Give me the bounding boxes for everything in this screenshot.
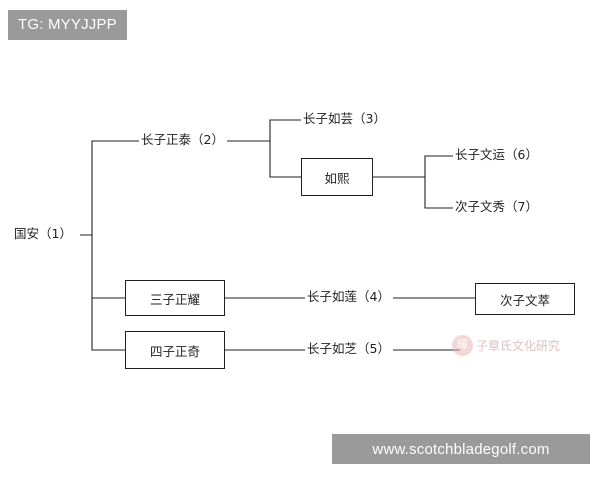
tree-edge [269,141,301,178]
tree-edge [373,155,453,178]
tree-edge [91,298,125,351]
tree-node-n3: 长子如芸（3） [303,111,386,126]
tree-node-n4: 如熙 [301,158,373,196]
tree-node-n11: 次子文萃 [475,283,575,315]
tree-node-n10: 长子如芝（5） [307,341,390,356]
tree-edge [424,177,453,209]
tree-node-n5: 长子文运（6） [455,147,538,162]
tree-node-n9: 长子如莲（4） [307,289,390,304]
tree-node-n2: 长子正泰（2） [141,132,224,147]
tg-handle-badge: TG: MYYJJPP [8,10,127,40]
tree-edge [80,140,139,236]
tree-node-n6: 次子文秀（7） [455,199,538,214]
tree-node-n7: 三子正耀 [125,280,225,316]
tree-edge [80,234,125,299]
tree-node-n8: 四子正奇 [125,331,225,369]
site-watermark-bar: www.scotchbladegolf.com [332,434,590,464]
tree-edge [227,119,301,142]
tree-node-n1: 国安（1） [14,226,72,241]
